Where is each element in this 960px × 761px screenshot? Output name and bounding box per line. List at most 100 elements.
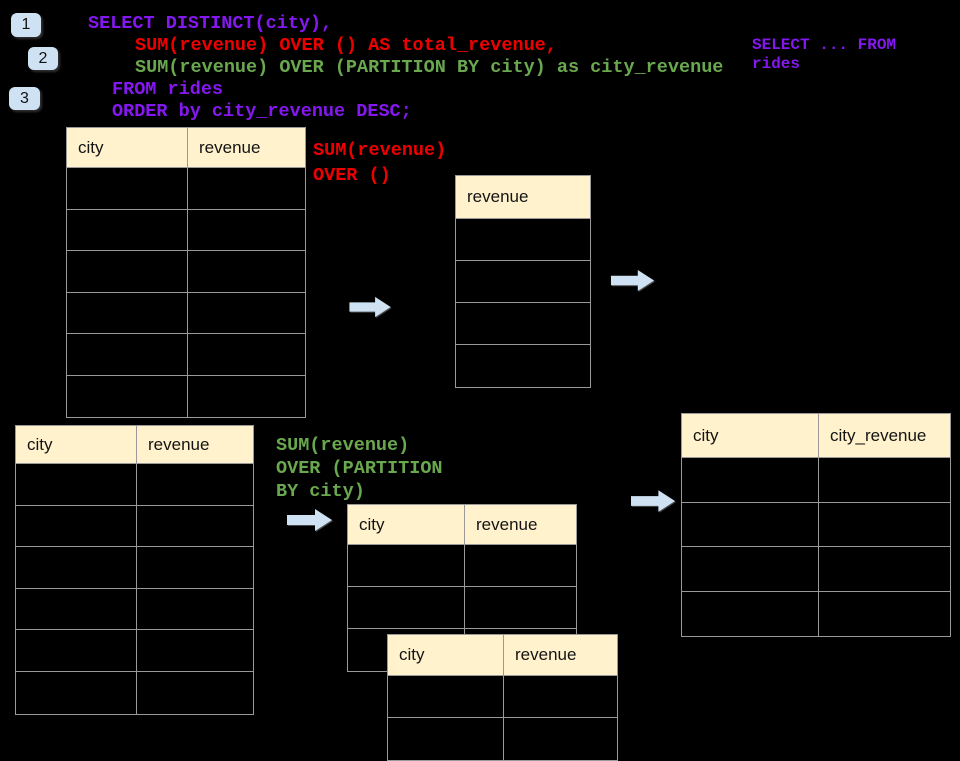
table-cell (67, 168, 187, 210)
sql-line-partition: SUM(revenue) OVER (PARTITION BY city) as… (135, 57, 724, 78)
column-header-revenue: revenue (187, 128, 305, 168)
note-total-line1: SUM(revenue) (313, 140, 447, 161)
table-row (67, 209, 305, 251)
arrow-right-icon (631, 489, 676, 513)
table-city-revenue-result: city city_revenue (681, 413, 951, 637)
table-body (16, 464, 253, 714)
table-row (16, 547, 253, 589)
table-cell (67, 251, 187, 293)
sql-line-total-revenue: SUM(revenue) OVER () AS total_revenue, (135, 35, 557, 56)
table-row (348, 545, 576, 587)
table-partition-group-2: city revenue (387, 634, 618, 761)
note-partition-line1: SUM(revenue) (276, 435, 410, 456)
table-body (388, 676, 617, 760)
table-row (67, 375, 305, 418)
side-note-line1: SELECT ... FROM (752, 36, 897, 54)
table-body (456, 219, 590, 387)
table-cell (67, 210, 187, 251)
table-row (682, 502, 950, 547)
table-cell (136, 547, 253, 589)
table-row (456, 219, 590, 261)
table-cell (348, 545, 464, 587)
table-cell (818, 547, 950, 592)
table-header-row: city revenue (388, 635, 617, 676)
table-cell (67, 334, 187, 376)
table-cell (187, 251, 305, 293)
column-header-revenue: revenue (136, 426, 253, 464)
table-source-top: city revenue (66, 127, 306, 418)
table-row (682, 547, 950, 592)
table-row (388, 676, 617, 718)
column-header-city: city (348, 505, 464, 545)
note-partition-line3: BY city) (276, 481, 365, 502)
table-row (456, 261, 590, 303)
side-note-line2: rides (752, 55, 801, 73)
table-row (348, 587, 576, 629)
table-row (682, 591, 950, 637)
table-row (16, 464, 253, 506)
note-sum-over-all: SUM(revenue) OVER () (313, 138, 446, 188)
table-row (67, 168, 305, 210)
table-cell (16, 589, 136, 631)
table-cell (136, 671, 253, 714)
column-header-revenue: revenue (464, 505, 576, 545)
table-body (67, 168, 305, 417)
table-cell (682, 592, 818, 637)
table-cell (67, 293, 187, 334)
table-cell (456, 303, 590, 345)
table-row (16, 505, 253, 548)
table-row (16, 671, 253, 714)
table-partition-group-1: city revenue (347, 504, 577, 672)
table-cell (67, 376, 187, 418)
step-badge-2: 2 (28, 47, 58, 70)
column-header-city: city (16, 426, 136, 464)
table-cell (136, 505, 253, 548)
table-cell (16, 464, 136, 506)
table-cell (818, 458, 950, 503)
column-header-city: city (388, 635, 503, 676)
sql-line-select: SELECT DISTINCT(city), (88, 13, 333, 34)
table-source-bottom: city revenue (15, 425, 254, 715)
table-header-row: city revenue (67, 128, 305, 168)
table-row (67, 292, 305, 334)
table-cell (503, 718, 617, 760)
table-cell (682, 547, 818, 592)
column-header-revenue: revenue (456, 176, 590, 219)
column-header-city: city (682, 414, 818, 458)
table-cell (456, 345, 590, 387)
table-header-row: revenue (456, 176, 590, 219)
table-cell (187, 334, 305, 376)
note-total-line2: OVER () (313, 165, 391, 186)
table-row (456, 303, 590, 345)
table-cell (388, 718, 503, 760)
arrow-right-icon (348, 296, 393, 318)
table-row (456, 345, 590, 387)
table-cell (136, 630, 253, 672)
table-body (682, 458, 950, 636)
note-partition-line2: OVER (PARTITION (276, 458, 443, 479)
table-cell (456, 261, 590, 303)
table-cell (187, 209, 305, 251)
sql-line-order-by: ORDER by city_revenue DESC; (112, 101, 412, 122)
table-row (16, 588, 253, 631)
table-cell (16, 547, 136, 589)
table-cell (16, 672, 136, 714)
table-cell (818, 591, 950, 636)
table-total-revenue-result: revenue (455, 175, 591, 388)
table-cell (464, 587, 576, 629)
table-row (388, 718, 617, 760)
table-cell (682, 503, 818, 547)
column-header-revenue: revenue (503, 635, 617, 676)
table-cell (818, 502, 950, 547)
column-header-city-revenue: city_revenue (818, 414, 950, 458)
table-header-row: city city_revenue (682, 414, 950, 458)
table-row (682, 458, 950, 503)
table-cell (136, 588, 253, 631)
table-cell (187, 375, 305, 417)
table-cell (388, 676, 503, 718)
table-header-row: city revenue (348, 505, 576, 545)
table-cell (187, 168, 305, 210)
arrow-right-icon (287, 508, 333, 532)
